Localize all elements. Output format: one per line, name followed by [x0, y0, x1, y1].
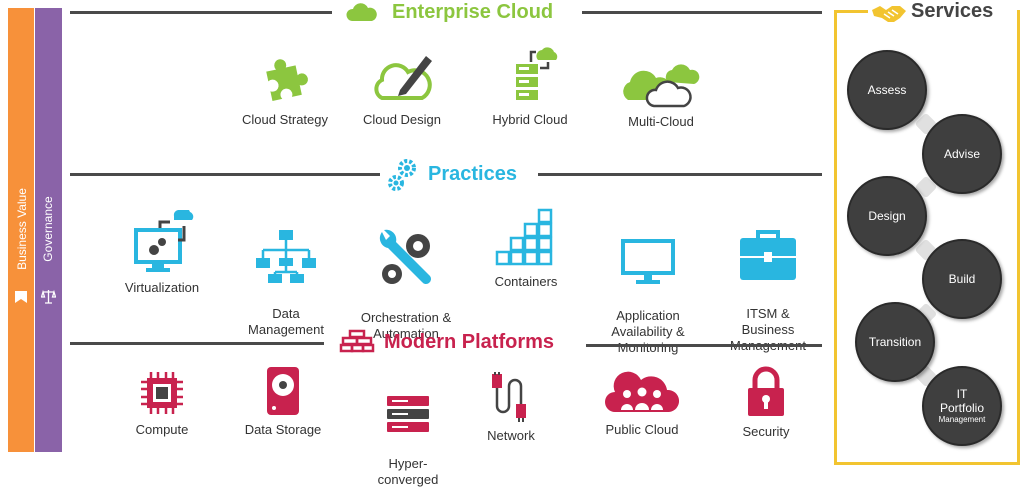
multi-cloud-item: Multi-Cloud [608, 56, 714, 130]
containers-item: Containers [480, 208, 572, 290]
service-step-assess: Assess [847, 50, 927, 130]
modern-platforms-divider-left [70, 342, 324, 345]
virtualization-icon [134, 210, 194, 272]
hierarchy-icon [256, 230, 316, 283]
containers-icon [495, 208, 553, 266]
chip-icon [141, 372, 183, 414]
security-label: Security [742, 424, 790, 439]
security-item: Security [726, 366, 806, 440]
service-step-build: Build [922, 239, 1002, 319]
containers-label: Containers [494, 274, 558, 289]
enterprise-cloud-divider-right [582, 11, 822, 14]
practices-divider-right [538, 173, 822, 176]
gears-icon [388, 159, 416, 191]
virtualization-label: Virtualization [124, 280, 200, 295]
enterprise-cloud-title: Enterprise Cloud [392, 1, 554, 23]
cloud-strategy-item: Cloud Strategy [232, 54, 338, 128]
cloud-icon [346, 3, 377, 21]
application-availability-label: Application Availability & Monitoring [611, 308, 685, 355]
orchestration-automation-label: Orchestration & Automation [360, 310, 452, 341]
handshake-icon [872, 6, 906, 22]
network-label: Network [487, 428, 535, 443]
briefcase-icon [740, 230, 796, 280]
cloud-design-label: Cloud Design [362, 112, 442, 127]
hyper-converged-label: Hyper- converged [377, 456, 439, 487]
itsm-business-management-item: ITSM & Business Management [718, 212, 818, 354]
services-frame [834, 10, 1020, 465]
service-step-it-portfolio-management: IT Portfolio Management [922, 366, 1002, 446]
public-cloud-item: Public Cloud [592, 366, 692, 438]
hyper-converged-item: Hyper- converged [366, 378, 450, 488]
virtualization-item: Virtualization [112, 210, 212, 296]
cloud-strategy-label: Cloud Strategy [242, 112, 328, 127]
bookmark-icon [15, 291, 27, 303]
data-management-item: Data Management [238, 212, 334, 338]
service-step-transition: Transition [855, 302, 935, 382]
hard-drive-icon [267, 367, 299, 415]
puzzle-icon [266, 59, 308, 101]
service-step-design: Design [847, 176, 927, 256]
data-management-label: Data Management [248, 306, 324, 337]
data-storage-label: Data Storage [244, 422, 322, 437]
multi-cloud-label: Multi-Cloud [628, 114, 694, 129]
data-storage-item: Data Storage [236, 366, 330, 438]
governance-label: Governance [41, 196, 55, 262]
service-step-advise: Advise [922, 114, 1002, 194]
modern-platforms-title: Modern Platforms [384, 331, 555, 353]
monitor-icon [621, 239, 675, 284]
multi-cloud-icon [623, 64, 700, 108]
services-divider [836, 10, 868, 13]
compute-item: Compute [120, 370, 204, 438]
business-value-label: Business Value [15, 188, 29, 270]
scales-icon [41, 289, 56, 304]
enterprise-cloud-divider-left [70, 11, 332, 14]
public-cloud-icon [605, 371, 679, 412]
business-value-bar [8, 8, 34, 452]
hybrid-cloud-label: Hybrid Cloud [492, 112, 568, 127]
bricks-icon [339, 329, 375, 353]
modern-platforms-divider-right [586, 344, 822, 347]
server-cloud-icon [516, 47, 558, 100]
cloud-design-item: Cloud Design [352, 50, 452, 128]
compute-label: Compute [135, 422, 189, 437]
practices-divider-left [70, 173, 380, 176]
hybrid-cloud-item: Hybrid Cloud [478, 44, 582, 128]
services-frame-right [1017, 10, 1020, 465]
application-availability-item: Application Availability & Monitoring [596, 222, 700, 356]
governance-bar [35, 8, 62, 452]
network-item: Network [472, 372, 550, 444]
services-title: Services [911, 0, 994, 22]
public-cloud-label: Public Cloud [605, 422, 679, 437]
cloud-pencil-icon [374, 56, 432, 100]
practices-title: Practices [428, 163, 517, 185]
orchestration-automation-item: Orchestration & Automation [346, 212, 466, 342]
network-cable-icon [492, 372, 526, 422]
server-stack-icon [387, 396, 429, 432]
padlock-icon [748, 366, 784, 416]
wrench-gear-icon [379, 229, 431, 284]
